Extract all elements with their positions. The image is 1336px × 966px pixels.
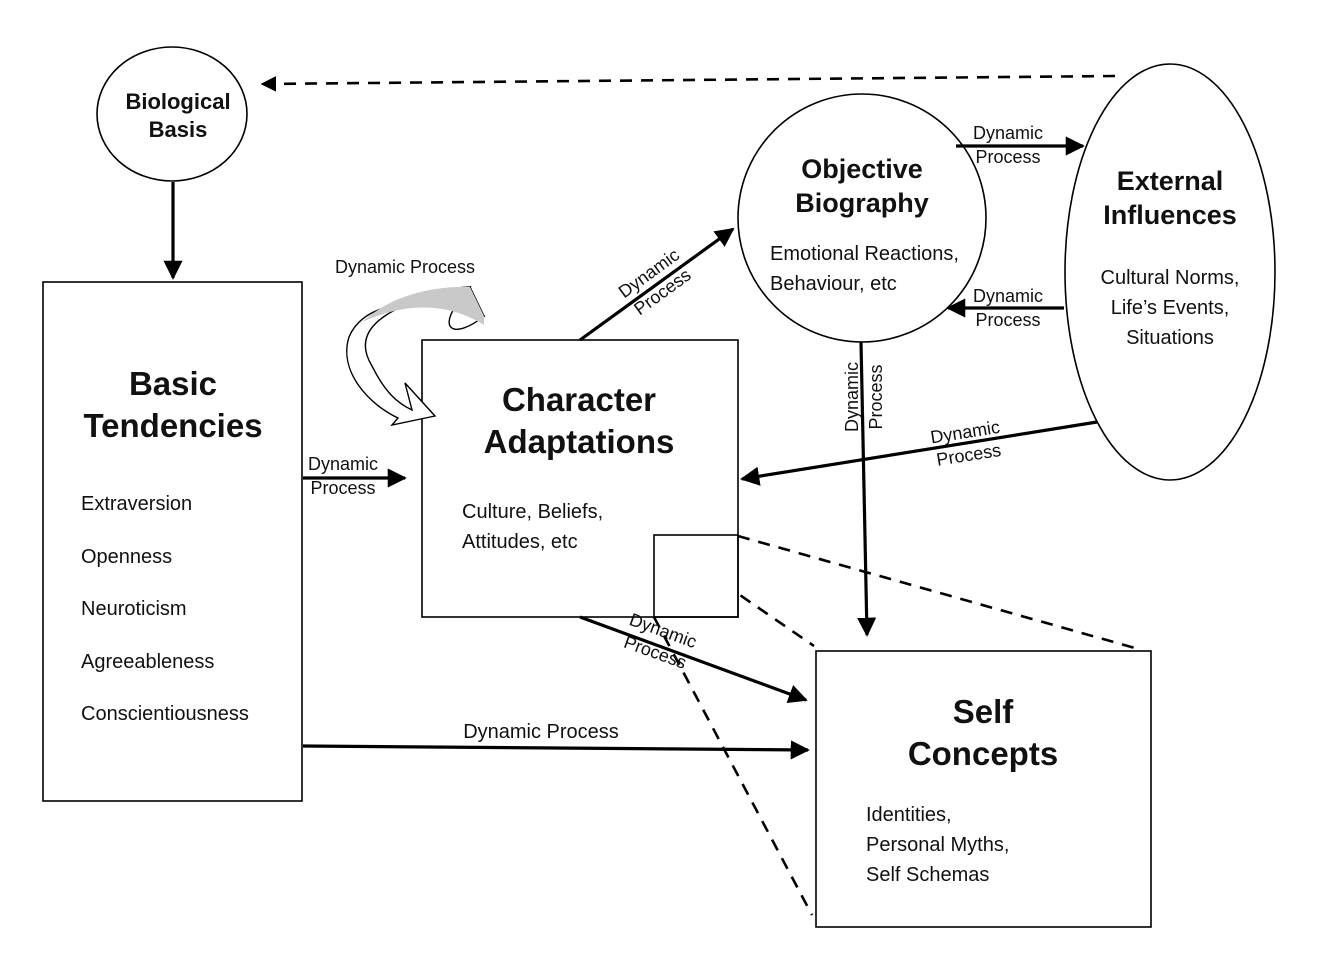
external-to-objective-label: Process xyxy=(975,310,1040,330)
basic-tendencies-node xyxy=(42,281,303,802)
basic-title-2: Tendencies xyxy=(83,407,262,444)
external-to-character-arrow xyxy=(740,420,1098,486)
character-to-objective-arrow xyxy=(579,227,735,342)
dashed-feedback-arrow xyxy=(260,74,1116,92)
basic-item: Extraversion xyxy=(81,493,192,515)
external-influences-node xyxy=(1064,63,1276,481)
biological-basis-node xyxy=(96,46,248,182)
character-title-2: Adaptations xyxy=(484,423,675,460)
external-to-objective-label: Dynamic xyxy=(973,286,1043,306)
objective-item: Emotional Reactions, xyxy=(770,243,959,265)
character-adaptations-node xyxy=(421,339,739,618)
character-title-1: Character xyxy=(502,381,656,418)
external-item: Life’s Events, xyxy=(1111,297,1230,319)
character-item: Culture, Beliefs, xyxy=(462,501,603,523)
objective-item: Behaviour, etc xyxy=(770,273,897,295)
character-item: Attitudes, etc xyxy=(462,531,578,553)
self-item: Identities, xyxy=(866,804,952,826)
external-title-1: External xyxy=(1117,166,1224,196)
self-title-1: Self xyxy=(953,693,1015,730)
self-concepts-node xyxy=(815,650,1152,928)
basic-to-self-label: Dynamic Process xyxy=(463,721,619,743)
external-item: Cultural Norms, xyxy=(1101,267,1240,289)
objective-to-external-label: Process xyxy=(975,147,1040,167)
basic-to-character-label: Process xyxy=(310,478,375,498)
zoom-inset-box xyxy=(653,534,739,618)
objective-title-1: Objective xyxy=(801,154,923,184)
objective-to-self-label: Dynamic xyxy=(842,362,862,432)
objective-to-self-label: Process xyxy=(866,364,886,429)
basic-item: Openness xyxy=(81,546,172,568)
basic-title-1: Basic xyxy=(129,365,217,402)
self-loop-arrow-top xyxy=(362,286,484,325)
external-item: Situations xyxy=(1126,327,1214,349)
dashed-zoom-line-upper xyxy=(737,534,1143,652)
objective-biography-node xyxy=(737,93,987,343)
self-loop-label: Dynamic Process xyxy=(335,257,475,277)
self-item: Self Schemas xyxy=(866,864,989,886)
basic-to-self-arrow xyxy=(302,740,810,760)
objective-to-external-label: Dynamic xyxy=(973,123,1043,143)
character-to-self-arrow xyxy=(579,615,808,704)
basic-item: Conscientiousness xyxy=(81,703,249,725)
basic-to-character-label: Dynamic xyxy=(308,454,378,474)
dashed-zoom-line-lower xyxy=(652,616,814,916)
biological-title-2: Basis xyxy=(149,117,208,142)
basic-item: Neuroticism xyxy=(81,598,187,620)
self-item: Personal Myths, xyxy=(866,834,1009,856)
self-title-2: Concepts xyxy=(908,735,1058,772)
objective-title-2: Biography xyxy=(795,188,929,218)
external-title-2: Influences xyxy=(1103,200,1237,230)
biological-title-1: Biological xyxy=(125,89,230,114)
basic-item: Agreeableness xyxy=(81,651,214,673)
objective-to-self-arrow xyxy=(857,341,877,637)
